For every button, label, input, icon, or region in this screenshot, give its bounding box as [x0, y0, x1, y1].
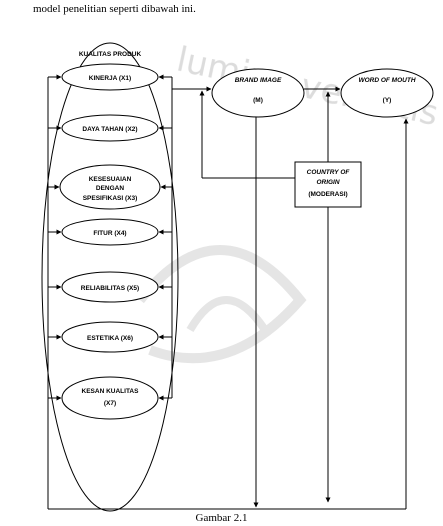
- indicator-x1: KINERJA (X1): [61, 63, 159, 91]
- moderator-line2: ORIGIN: [316, 179, 339, 186]
- indicator-label-line3: SPESIFIKASI (X3): [83, 195, 138, 202]
- group-title: KUALITAS PRODUK: [79, 51, 142, 58]
- indicator-label: KINERJA (X1): [89, 75, 131, 82]
- indicator-x3: KESESUAIAN DENGAN SPESIFIKASI (X3): [59, 164, 161, 210]
- moderator-node: COUNTRY OF ORIGIN (MODERASI): [294, 161, 362, 208]
- indicator-label-line1: KESAN KUALITAS: [82, 388, 140, 395]
- indicator-label: DAYA TAHAN (X2): [82, 126, 137, 133]
- path-arrows: [47, 86, 409, 510]
- right-indicator-arrows: [158, 74, 173, 401]
- brand-image-title: BRAND IMAGE: [235, 77, 282, 84]
- kualitas-produk-ellipse: [41, 42, 179, 512]
- indicator-x5: RELIABILITAS (X5): [61, 271, 159, 303]
- word-of-mouth-code: (Y): [383, 97, 392, 104]
- indicator-label: FITUR (X4): [93, 230, 126, 237]
- word-of-mouth-title: WORD OF MOUTH: [358, 77, 415, 84]
- word-of-mouth-node: WORD OF MOUTH (Y): [340, 68, 434, 118]
- indicator-label-line2: DENGAN: [96, 185, 124, 192]
- intro-text: model penelitian seperti dibawah ini.: [33, 3, 196, 15]
- moderator-line1: COUNTRY OF: [307, 169, 351, 176]
- moderator-line3: (MODERASI): [308, 191, 347, 198]
- indicator-x6: ESTETIKA (X6): [61, 321, 159, 353]
- brand-image-node: BRAND IMAGE (M): [211, 68, 305, 118]
- indicator-label: ESTETIKA (X6): [87, 335, 133, 342]
- figure-caption: Gambar 2.1: [195, 512, 248, 524]
- indicator-label: RELIABILITAS (X5): [81, 285, 139, 292]
- indicator-x2: DAYA TAHAN (X2): [61, 114, 159, 142]
- indicator-x7: KESAN KUALITAS (X7): [61, 376, 159, 420]
- left-indicator-arrows: [47, 74, 62, 401]
- indicator-label-line2: (X7): [104, 400, 116, 407]
- indicator-x4: FITUR (X4): [61, 218, 159, 246]
- brand-image-code: (M): [253, 97, 263, 104]
- indicator-label-line1: KESESUAIAN: [89, 176, 132, 183]
